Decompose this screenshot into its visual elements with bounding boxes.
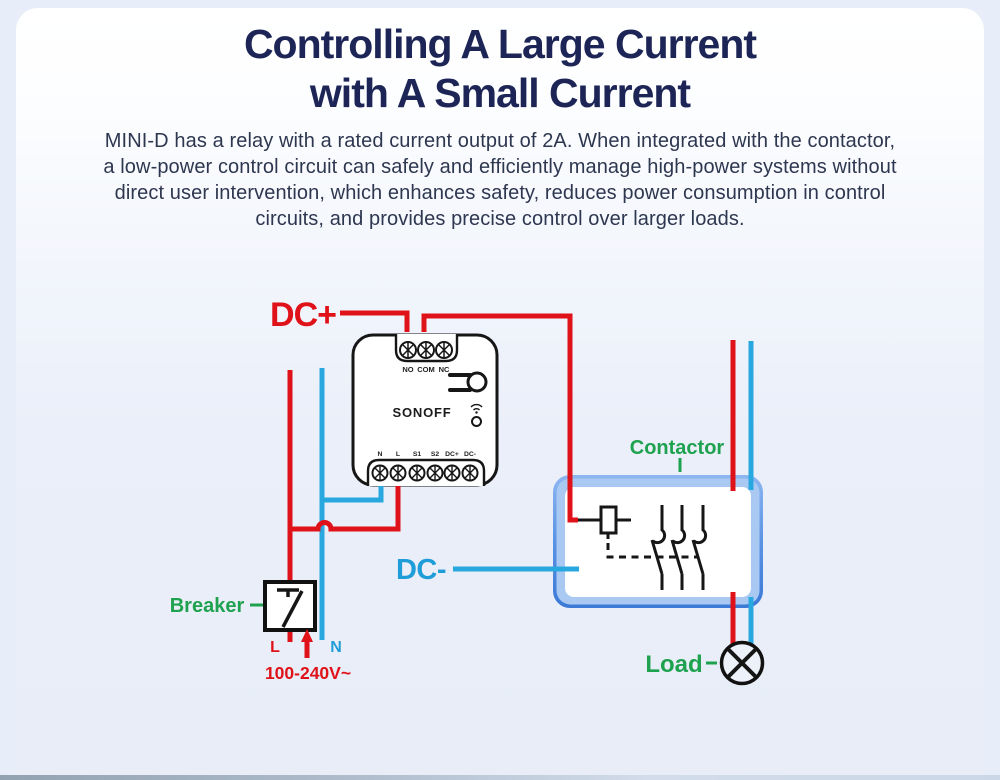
terminal-screw [371,464,479,482]
contactor-contact-symbol [650,505,708,590]
neutral-wires [320,341,754,646]
terminal-label-s1: S1 [413,451,422,458]
title-line-1: Controlling A Large Current [243,21,757,67]
terminal-label-dcplus: DC+ [445,451,459,458]
terminal-label-l: L [396,451,400,458]
contactor-box [553,475,763,608]
description-line: a low-power control circuit can safely a… [103,156,897,178]
description-line: circuits, and provides precise control o… [255,208,745,230]
l-terminal-wire [290,486,401,532]
breaker-box [263,580,317,632]
terminal-label-com: COM [417,365,435,374]
page-title: Controlling A Large Current with A Small… [0,20,1000,118]
load-symbol [719,640,765,686]
pairing-button [471,416,482,427]
reset-keyhole-icon [448,371,488,393]
dc-plus-label: DC+ [270,296,336,334]
contactor-coil-symbol [577,505,698,559]
mains-input-arrow [301,629,313,658]
page-description: MINI-D has a relay with a rated current … [0,128,1000,232]
dc-minus-label: DC- [396,554,446,586]
neutral-label: N [330,639,342,656]
content-card [16,8,984,776]
terminal-label-nc: NC [439,365,450,374]
bottom-edge-strip [0,775,1000,780]
wifi-icon [470,403,483,414]
com-to-coil-wire [421,313,578,523]
coil-linkage-dashed-line [606,543,698,559]
breaker-switch-symbol [277,588,304,628]
terminal-screw [399,341,453,359]
contactor-label: Contactor [630,437,725,459]
title-line-2: with A Small Current [309,70,691,116]
sonoff-mini-d-device: NO COM NC SONOFF N L S1 S2 DC+ DC- [351,333,499,487]
voltage-label: 100-240V~ [265,663,351,683]
terminal-label-s2: S2 [431,451,440,458]
description-line: direct user intervention, which enhances… [114,182,886,204]
load-label: Load [645,651,702,678]
sonoff-logo: SONOFF [393,405,452,420]
breaker-label: Breaker [170,595,245,617]
terminal-label-dcminus: DC- [464,451,476,458]
live-wires [290,310,736,658]
terminal-label-no: NO [402,365,413,374]
dc-plus-wire [340,310,410,332]
terminal-label-n: N [378,451,383,458]
line-label: L [270,639,280,656]
n-terminal-wire [320,486,384,503]
description-line: MINI-D has a relay with a rated current … [104,130,896,152]
